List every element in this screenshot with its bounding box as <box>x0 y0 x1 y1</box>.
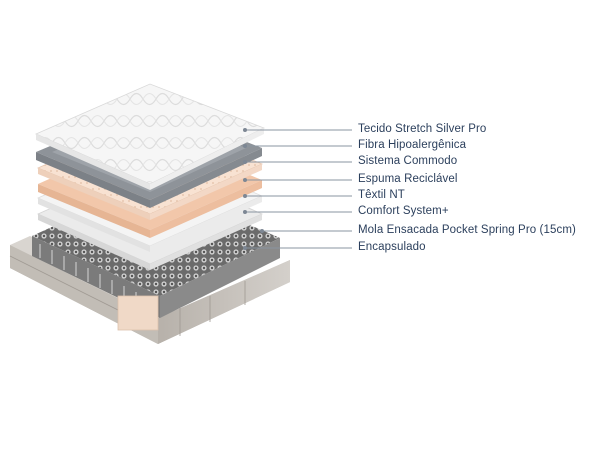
layer-label-sistema-commodo: Sistema Commodo <box>358 155 458 167</box>
layer-label-comfort: Comfort System+ <box>358 205 449 217</box>
layer-label-encapsulado: Encapsulado <box>358 241 426 253</box>
leader-dot <box>243 178 247 182</box>
leader-dot <box>243 160 247 164</box>
leader-lines <box>243 128 352 250</box>
quilted-top-layer <box>35 83 265 190</box>
leader-dot <box>243 210 247 214</box>
leader-dot <box>243 144 247 148</box>
layer-label-mola: Mola Ensacada Pocket Spring Pro (15cm) <box>358 224 576 236</box>
layer-label-fibra: Fibra Hipoalergênica <box>358 139 467 151</box>
leader-dot <box>260 229 264 233</box>
leader-dot <box>243 246 247 250</box>
layer-label-espuma: Espuma Reciclável <box>358 173 458 185</box>
leader-dot <box>243 128 247 132</box>
leader-dot <box>243 194 247 198</box>
layer-label-textil: Têxtil NT <box>358 189 405 201</box>
layer-label-tecido-stretch: Tecido Stretch Silver Pro <box>358 123 487 135</box>
